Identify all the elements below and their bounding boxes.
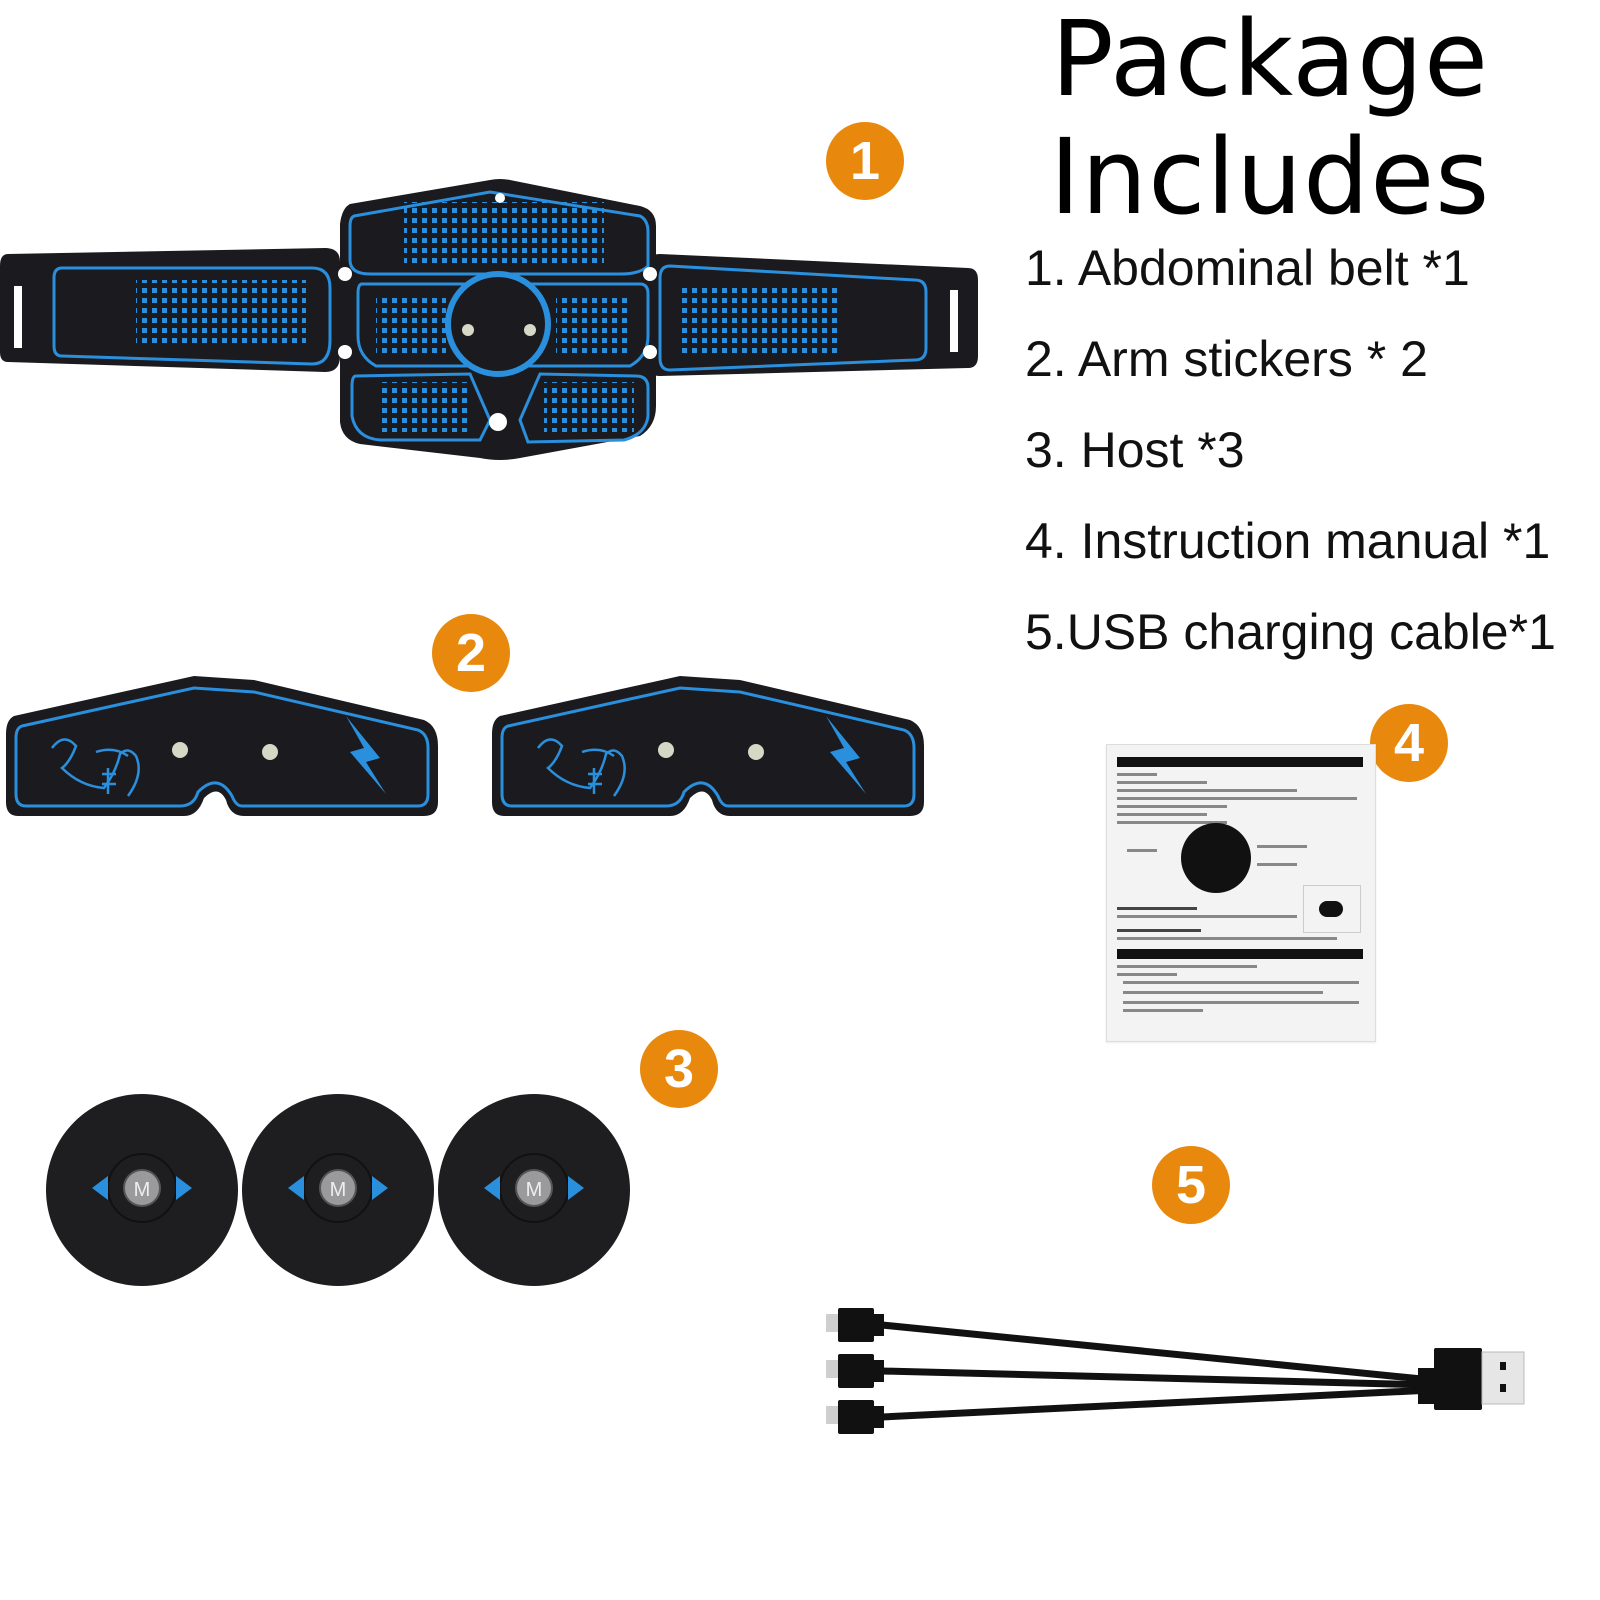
- badge-5: 5: [1152, 1146, 1230, 1224]
- arm-sticker-1-image: [6, 676, 438, 816]
- right-arrow-icon: [372, 1176, 388, 1200]
- lightning-bolt-icon: [826, 716, 866, 794]
- badge-1: 1: [826, 122, 904, 200]
- instruction-manual-image: [1106, 744, 1376, 1042]
- list-item: 4. Instruction manual *1: [1025, 513, 1551, 569]
- abdominal-belt-image: [0, 179, 978, 460]
- list-item: 1. Abdominal belt *1: [1025, 240, 1470, 296]
- mode-button-label: M: [526, 1179, 543, 1201]
- host-1-image: M: [46, 1094, 238, 1286]
- list-item: 3. Host *3: [1025, 422, 1245, 478]
- host-2-image: M: [242, 1094, 434, 1286]
- package-contents-list: 1. Abdominal belt *1 2. Arm stickers * 2…: [1025, 238, 1556, 693]
- page-title: Package Includes: [1010, 0, 1530, 236]
- right-arrow-icon: [176, 1176, 192, 1200]
- list-item: 2. Arm stickers * 2: [1025, 331, 1428, 387]
- left-arrow-icon: [288, 1176, 304, 1200]
- host-diagram: [1181, 823, 1251, 893]
- host-3-image: M: [438, 1094, 630, 1286]
- lightning-bolt-icon: [346, 716, 386, 794]
- arm-sticker-2-image: [492, 676, 924, 816]
- title-line-2: Includes: [1049, 116, 1491, 238]
- left-arrow-icon: [92, 1176, 108, 1200]
- badge-2: 2: [432, 614, 510, 692]
- list-item: 5.USB charging cable*1: [1025, 604, 1556, 660]
- title-line-1: Package: [1050, 0, 1490, 120]
- muscle-icon: [537, 738, 626, 797]
- right-arrow-icon: [568, 1176, 584, 1200]
- mode-button-label: M: [330, 1179, 347, 1201]
- muscle-icon: [51, 738, 140, 797]
- usb-charging-cable-image: [826, 1308, 1525, 1434]
- left-arrow-icon: [484, 1176, 500, 1200]
- badge-4: 4: [1370, 704, 1448, 782]
- badge-3: 3: [640, 1030, 718, 1108]
- mode-button-label: M: [134, 1179, 151, 1201]
